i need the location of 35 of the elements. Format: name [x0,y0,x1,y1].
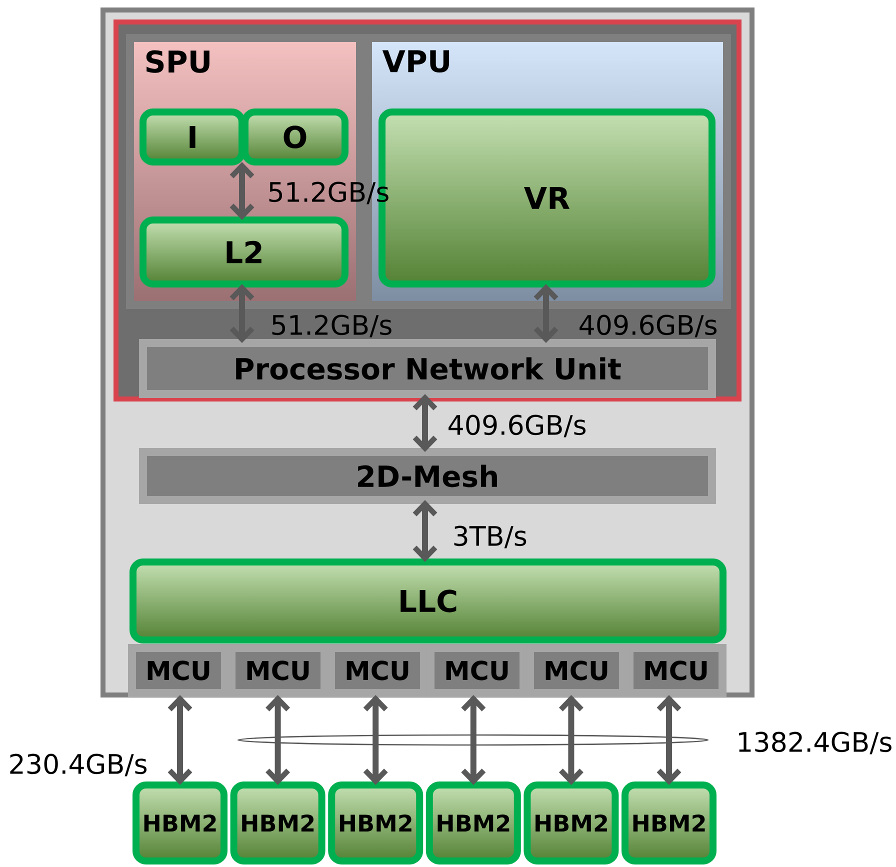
memory-block: L2 [140,216,348,288]
memory-block: I [140,108,246,166]
double-arrow [461,695,486,785]
edge-label: 409.6GB/s [580,314,717,338]
memory-chip: HBM2 [622,782,717,864]
controller-box: MCU [426,644,528,697]
double-arrow [168,695,192,785]
memory-chip: HBM2 [426,782,521,864]
controller-box: MCU [128,644,229,697]
double-arrow [266,695,290,785]
double-arrow [534,284,558,343]
controller-box: MCU [626,644,726,697]
memory-chip: HBM2 [230,782,326,864]
memory-block: LLC [130,558,727,644]
double-arrow [363,695,388,785]
double-arrow [412,500,438,562]
double-arrow [412,394,438,452]
controller-box: MCU [526,644,627,697]
double-arrow [558,695,584,785]
network-bar: 2D-Mesh [139,448,716,504]
edge-label: 3TB/s [454,526,526,548]
edge-label: 51.2GB/s [272,314,392,338]
edge-label: 230.4GB/s [10,754,147,776]
memory-chip: HBM2 [132,782,228,864]
double-arrow [230,162,254,220]
double-arrow [656,695,682,785]
rate-label: 1382.4GB/s [738,732,892,754]
memory-chip: HBM2 [328,782,424,864]
memory-block: O [242,108,348,166]
network-bar: Processor Network Unit [139,339,716,398]
controller-box: MCU [228,644,328,697]
controller-box: MCU [327,644,428,697]
memory-chip: HBM2 [524,782,619,864]
edge-label: 409.6GB/s [448,414,586,438]
double-arrow [230,284,254,343]
